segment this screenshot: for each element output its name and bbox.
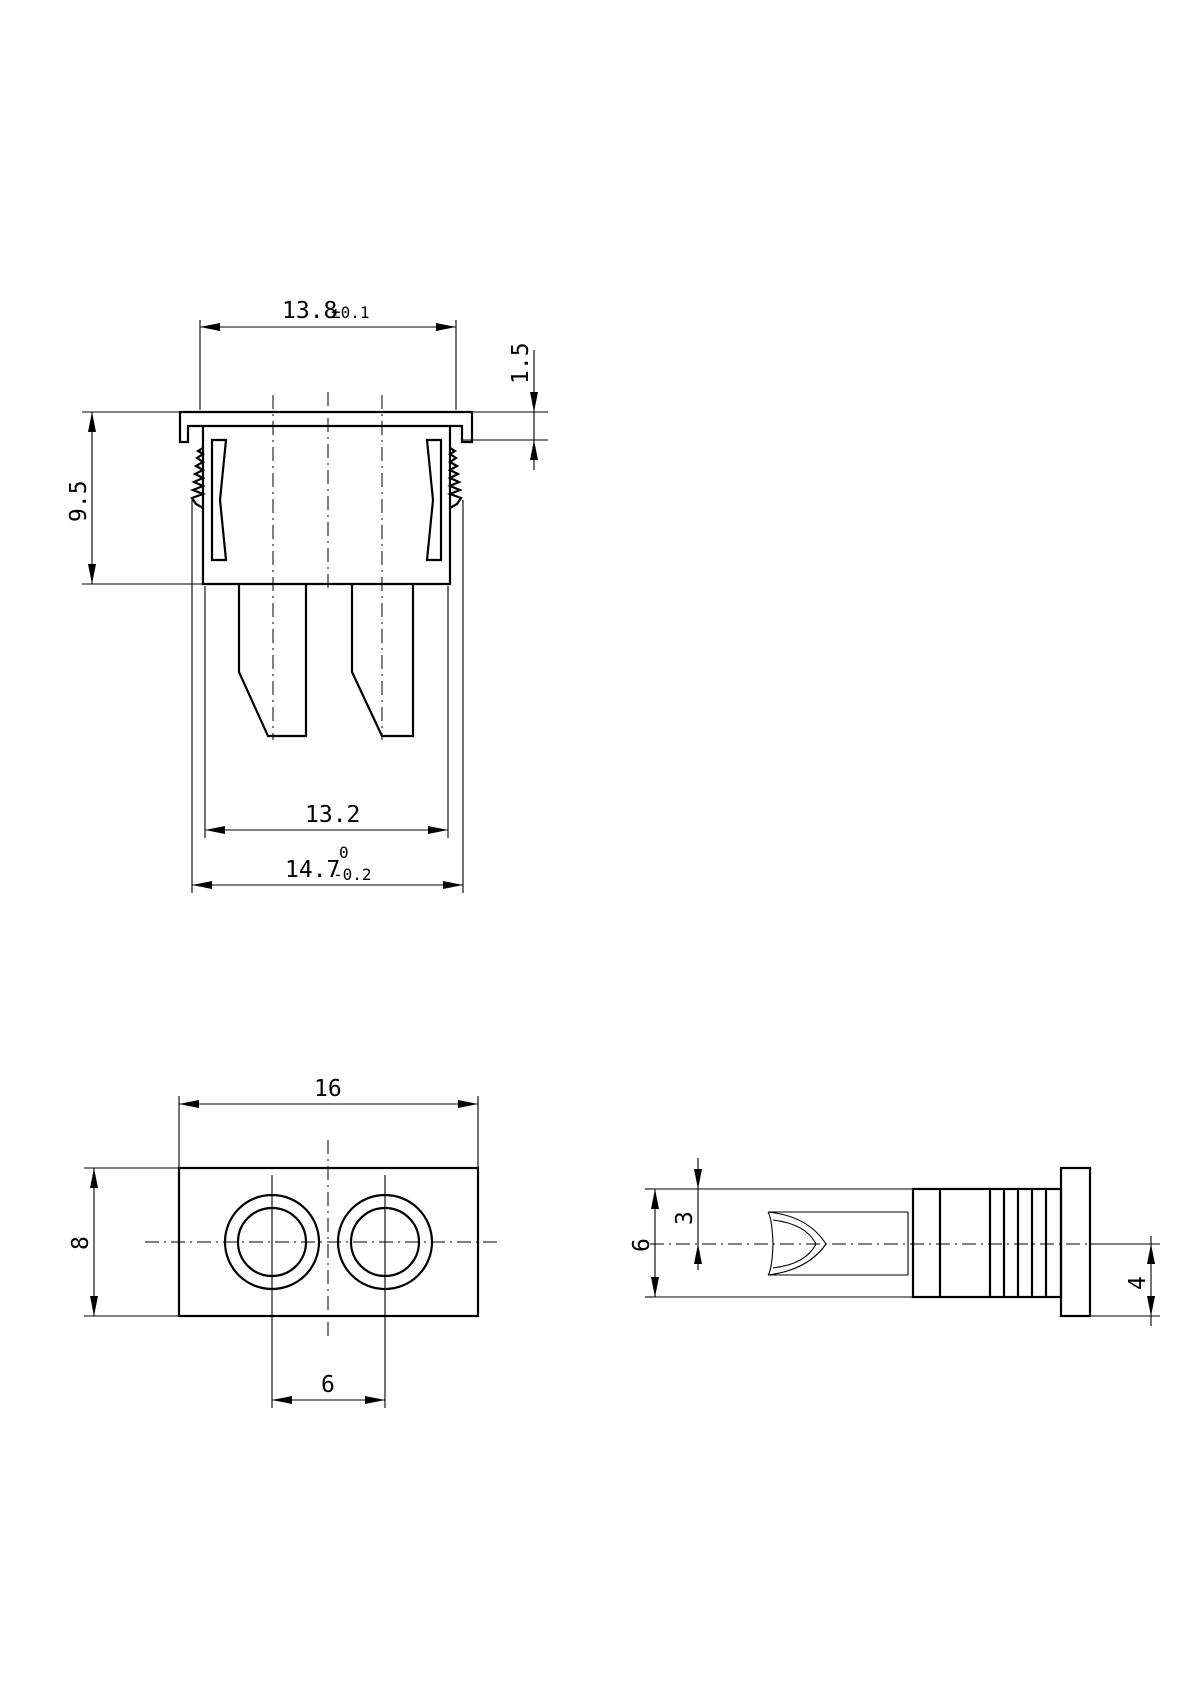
front-flange [178, 410, 474, 444]
dim-top-width: 13.8 [282, 298, 337, 324]
dim-body: 14.7 [285, 857, 340, 883]
front-left-clip [190, 447, 207, 509]
dim-height-plan: 8 [68, 1236, 94, 1250]
dim-inner: 13.2 [305, 802, 360, 828]
dim-flange: 1.5 [508, 342, 534, 384]
front-body [201, 426, 452, 586]
dim-height: 9.5 [66, 480, 92, 522]
side-view: 6 3 4 [629, 1158, 1160, 1326]
front-left-slot [210, 438, 228, 562]
front-left-prong [237, 584, 308, 738]
dim-body-side: 4 [1125, 1276, 1151, 1290]
front-right-clip [446, 447, 463, 509]
dim-top-tolerance: ±0.1 [331, 303, 370, 322]
dim-total-side: 6 [629, 1238, 655, 1252]
dim-length: 16 [314, 1076, 342, 1102]
dim-body-tol-upper: 0 [339, 843, 349, 862]
plan-view: 16 8 6 [68, 1076, 500, 1408]
side-prong-tip [767, 1211, 774, 1276]
front-view: 13.8 ±0.1 1.5 9.5 13.2 14.7 0 -0.2 [66, 298, 548, 893]
front-right-slot [425, 438, 443, 562]
dim-pitch: 6 [321, 1372, 335, 1398]
dim-half-side: 3 [672, 1211, 698, 1225]
side-flange [1059, 1166, 1092, 1318]
dim-body-tol-lower: -0.2 [333, 865, 372, 884]
side-body [911, 1187, 1063, 1299]
